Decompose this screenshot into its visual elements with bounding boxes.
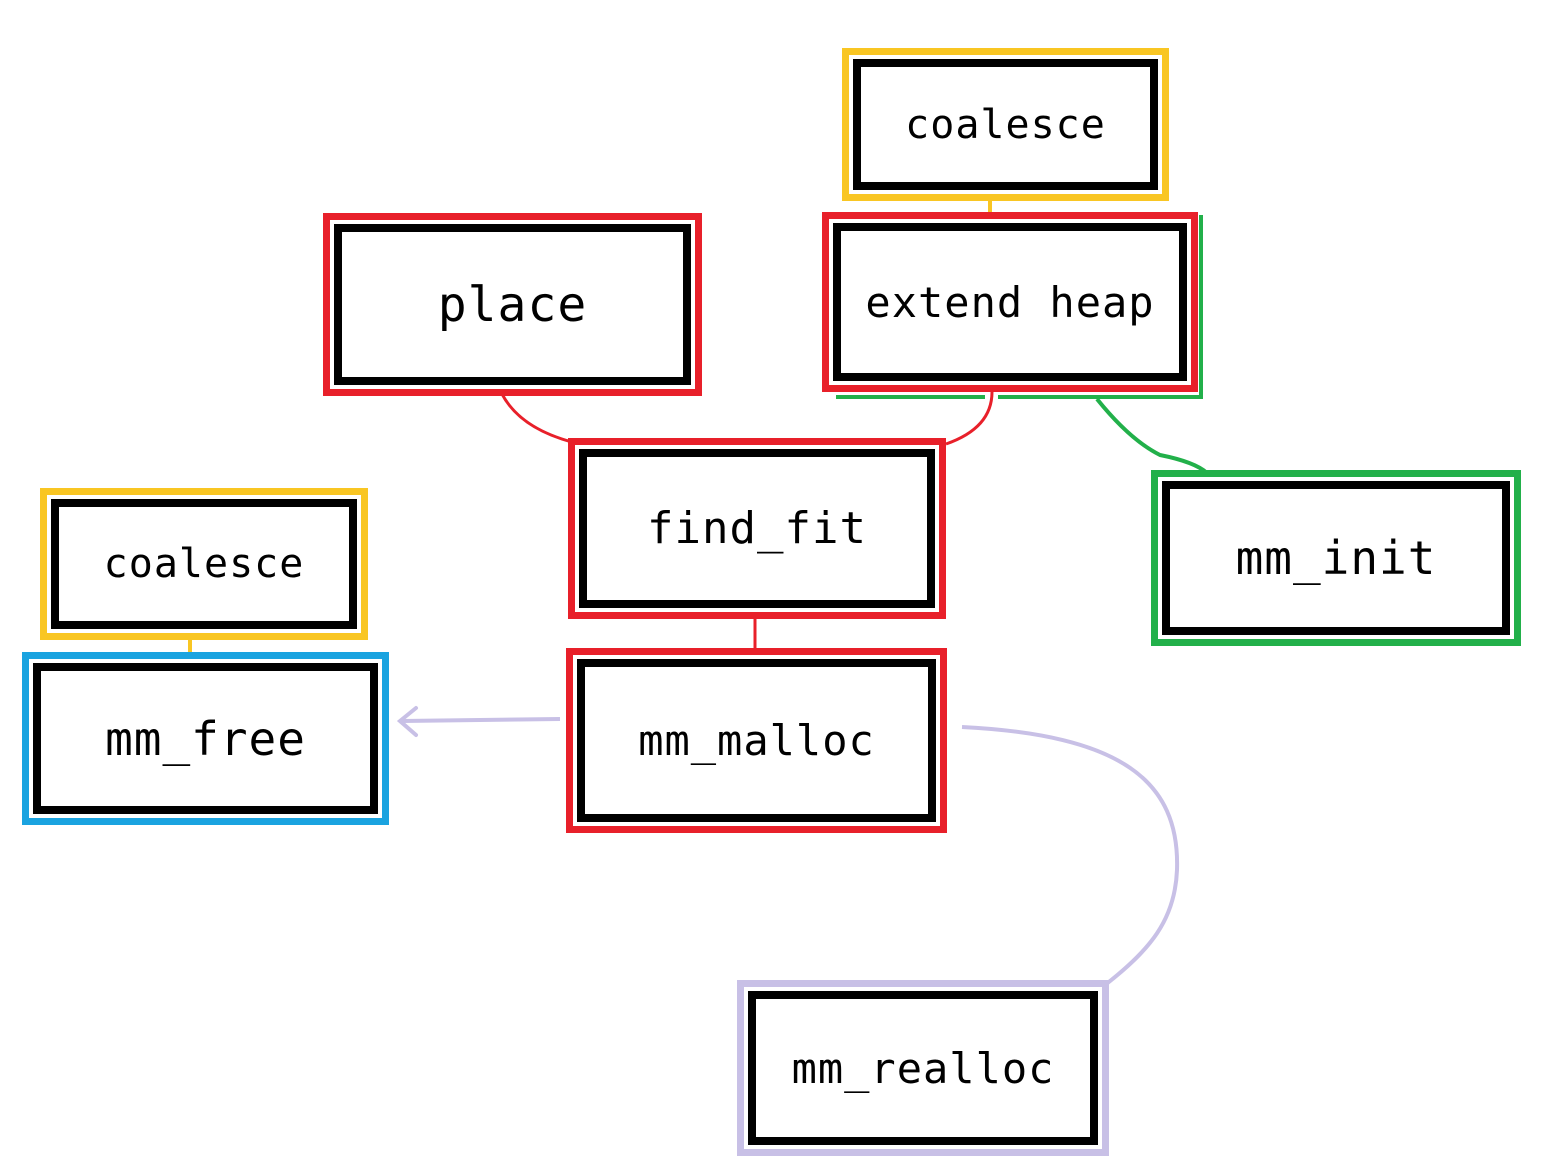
node-extend-heap-label: extend heap	[865, 277, 1155, 327]
node-mm-realloc: mm_realloc	[737, 980, 1109, 1156]
edge-extend-heap-mm-init	[1095, 397, 1209, 475]
node-coalesce-top: coalesce	[842, 48, 1169, 201]
edge-extend-heap-find-fit	[945, 391, 994, 446]
edge-place-find-fit	[500, 393, 573, 444]
node-mm-realloc-label: mm_realloc	[791, 1043, 1055, 1093]
node-coalesce-left: coalesce	[40, 488, 368, 640]
node-extend-heap: extend heap	[822, 212, 1198, 392]
edge-mm-malloc-mm-realloc	[961, 725, 1180, 987]
node-mm-free: mm_free	[22, 652, 389, 825]
node-mm-init: mm_init	[1151, 470, 1521, 646]
node-mm-malloc: mm_malloc	[566, 648, 947, 833]
node-mm-free-label: mm_free	[105, 711, 306, 766]
node-find-fit: find_fit	[568, 438, 946, 619]
node-place-label: place	[437, 276, 588, 333]
edge-mm-malloc-mm-free	[401, 717, 561, 723]
node-coalesce-left-label: coalesce	[103, 541, 305, 587]
node-coalesce-top-label: coalesce	[905, 101, 1106, 148]
arrowhead-mm-free	[396, 706, 418, 737]
node-mm-malloc-label: mm_malloc	[638, 716, 875, 765]
node-mm-init-label: mm_init	[1235, 531, 1437, 585]
node-find-fit-label: find_fit	[647, 503, 867, 554]
node-place: place	[323, 213, 702, 396]
